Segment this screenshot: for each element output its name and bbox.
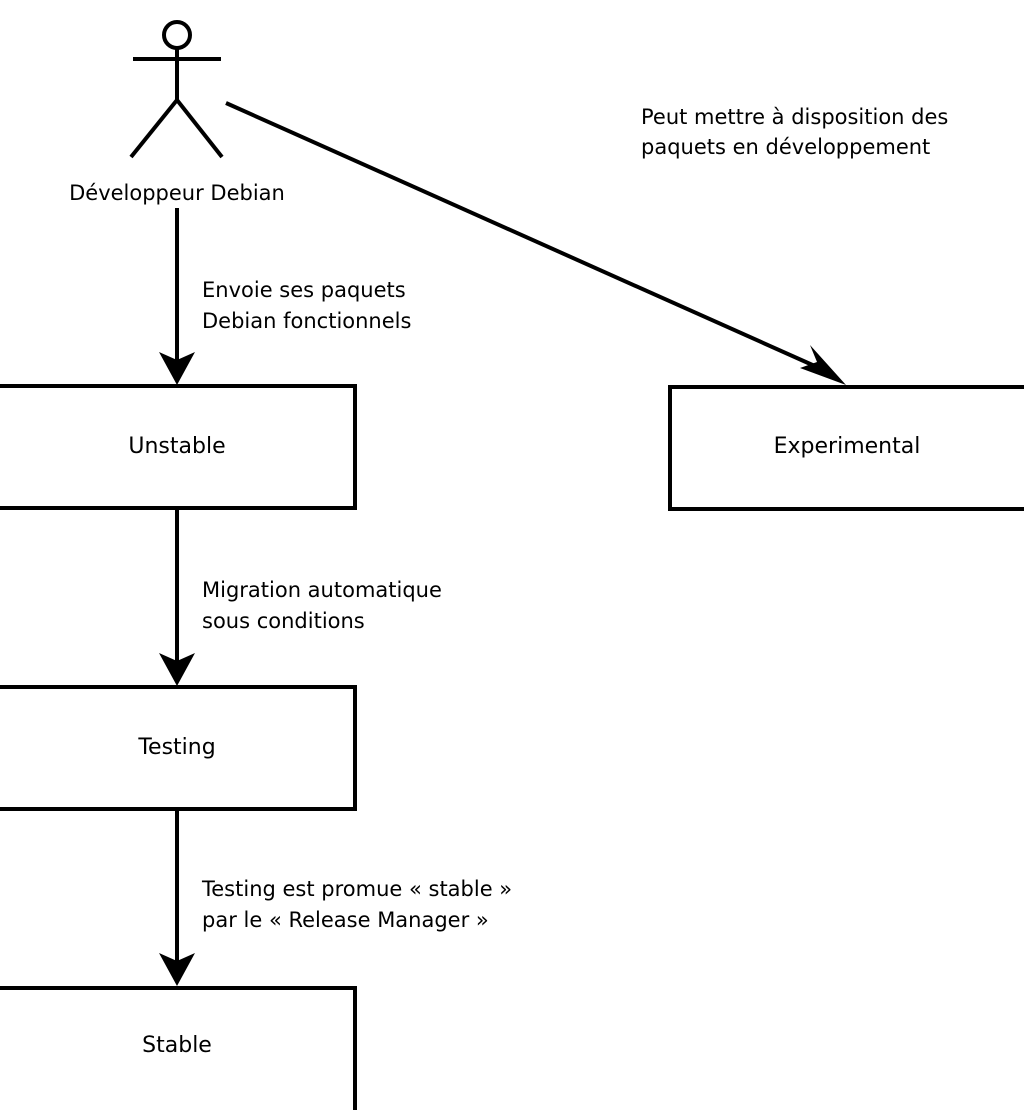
edge-unstable-to-testing-label-line2: sous conditions	[202, 609, 365, 633]
actor-leg-right-icon	[175, 98, 224, 159]
actor-developpeur-debian: Développeur Debian	[69, 20, 285, 205]
node-stable-box[interactable]	[0, 986, 357, 1110]
edge-dev-to-experimental-label-line1: Peut mettre à disposition des	[641, 105, 948, 129]
edge-dev-to-unstable: Envoie ses paquets Debian fonctionnels	[159, 208, 411, 385]
edge-dev-to-unstable-arrowhead-icon	[159, 352, 195, 385]
edge-dev-to-experimental-label-line2: paquets en développement	[641, 135, 930, 159]
edge-testing-to-stable-label-line2: par le « Release Manager »	[202, 908, 489, 932]
node-unstable[interactable]: Unstable	[0, 384, 357, 510]
edge-dev-to-unstable-label-line2: Debian fonctionnels	[202, 309, 411, 333]
edge-unstable-to-testing-label-line1: Migration automatique	[202, 578, 442, 602]
node-experimental-box[interactable]	[668, 385, 1024, 511]
actor-label: Développeur Debian	[69, 181, 285, 205]
node-unstable-box[interactable]	[0, 384, 357, 510]
node-stable-label: Stable	[142, 1033, 212, 1058]
actor-head-icon	[162, 20, 192, 50]
node-experimental[interactable]: Experimental	[668, 385, 1024, 511]
edge-unstable-to-testing-arrowhead-icon	[159, 653, 195, 686]
edge-testing-to-stable-label-line1: Testing est promue « stable »	[201, 877, 512, 901]
node-experimental-label: Experimental	[774, 434, 921, 459]
node-unstable-label: Unstable	[128, 434, 225, 459]
edge-testing-to-stable: Testing est promue « stable » par le « R…	[159, 809, 512, 986]
edge-unstable-to-testing: Migration automatique sous conditions	[159, 508, 442, 686]
actor-leg-left-icon	[129, 98, 179, 159]
edge-testing-to-stable-arrowhead-icon	[159, 953, 195, 986]
node-testing[interactable]: Testing	[0, 685, 357, 811]
edge-dev-to-experimental: Peut mettre à disposition des paquets en…	[225, 101, 948, 385]
edge-dev-to-experimental-line	[225, 101, 827, 373]
node-testing-box[interactable]	[0, 685, 357, 811]
node-testing-label: Testing	[137, 735, 215, 760]
edge-dev-to-unstable-label-line1: Envoie ses paquets	[202, 278, 406, 302]
node-stable[interactable]: Stable	[0, 986, 357, 1110]
edge-dev-to-experimental-arrowhead-icon	[800, 345, 846, 385]
